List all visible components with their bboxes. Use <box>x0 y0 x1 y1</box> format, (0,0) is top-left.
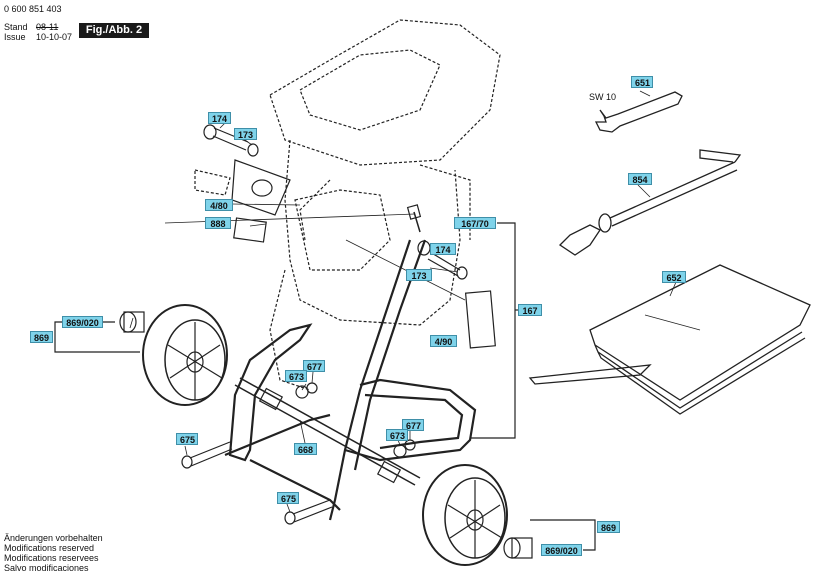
footer-line: Änderungen vorbehalten <box>4 533 103 543</box>
callout-675-right: 675 <box>277 492 299 504</box>
footer-line: Modifications reserved <box>4 543 95 553</box>
callout-167-70: 167/70 <box>454 217 496 229</box>
stand-date: 08-11 <box>36 22 59 32</box>
issue-label: Issue <box>4 32 26 42</box>
callout-869-right: 869 <box>597 521 620 533</box>
callout-668: 668 <box>294 443 317 455</box>
bolt-174-mid <box>406 204 468 280</box>
callout-673-left: 673 <box>285 370 307 382</box>
callout-888: 888 <box>205 217 231 229</box>
callout-869-020-left: 869/020 <box>62 316 103 328</box>
frame-base <box>228 323 313 462</box>
footer-line: Salvo modificaciones <box>4 563 89 573</box>
callout-651: 651 <box>631 76 653 88</box>
callout-677-left: 677 <box>303 360 325 372</box>
callout-173-mid: 173 <box>406 269 432 281</box>
bracket-plate <box>231 159 291 216</box>
crank-handle-854 <box>558 149 742 256</box>
callout-652: 652 <box>662 271 686 283</box>
left-wheel <box>142 304 228 406</box>
figure-label: Fig./Abb. 2 <box>79 23 149 38</box>
callout-4-90: 4/90 <box>430 335 457 347</box>
axle <box>234 384 416 486</box>
callout-869-020-right: 869/020 <box>541 544 582 556</box>
wrench-651 <box>594 91 683 133</box>
catch-bag-652 <box>528 264 811 415</box>
right-wheel <box>422 464 508 566</box>
footer-notes: Änderungen vorbehalten Modifications res… <box>4 533 103 573</box>
bolt-675-left <box>181 441 233 469</box>
shredder-body-outline <box>269 19 501 391</box>
stand-label: Stand <box>4 22 28 32</box>
callout-677-right: 677 <box>402 419 424 431</box>
hubcap-left <box>119 311 145 333</box>
callout-167: 167 <box>518 304 542 316</box>
wrench-size-label: SW 10 <box>589 92 617 102</box>
label-888 <box>233 217 267 243</box>
callout-174-mid: 174 <box>430 243 456 255</box>
frame-handle <box>328 239 412 521</box>
callout-174-top: 174 <box>208 112 231 124</box>
callout-673-right: 673 <box>386 429 408 441</box>
callout-173-top: 173 <box>234 128 257 140</box>
issue-date: 10-10-07 <box>36 32 73 42</box>
hubcap-right <box>503 537 533 559</box>
callout-869-left: 869 <box>30 331 53 343</box>
label-490 <box>464 290 496 349</box>
callout-854: 854 <box>628 173 652 185</box>
callout-4-80: 4/80 <box>205 199 233 211</box>
callout-675-left: 675 <box>176 433 198 445</box>
footer-line: Modifications reservees <box>4 553 99 563</box>
doc-number: 0 600 851 403 <box>4 4 62 14</box>
